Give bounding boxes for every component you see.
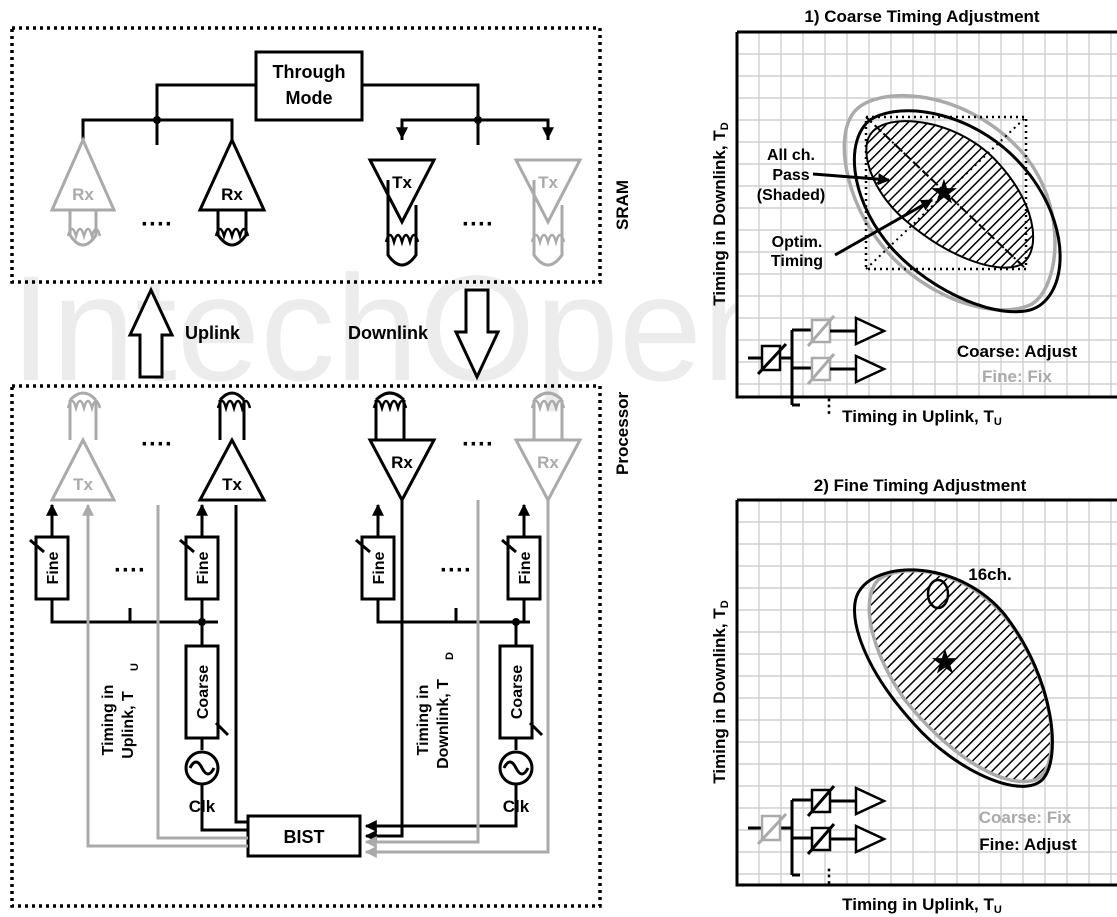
svg-text:Timing in: Timing in <box>415 685 432 756</box>
svg-text:····: ···· <box>440 557 472 584</box>
sram-tx-gray <box>513 158 583 226</box>
proc-tx-gray <box>49 436 117 502</box>
sram-rx-dots: ···· <box>141 211 173 238</box>
bist-label: BIST <box>283 827 324 847</box>
sram-box <box>10 26 602 284</box>
sram-tx-black <box>367 158 437 226</box>
through-mode-line2: Mode <box>286 88 333 108</box>
svg-text:Tx: Tx <box>392 173 412 192</box>
fine-block-1: Fine <box>34 535 70 601</box>
svg-text:D: D <box>444 652 456 660</box>
svg-text:Timing in: Timing in <box>100 685 117 756</box>
bist-box <box>246 814 362 858</box>
plot2-xlabel: Timing in Uplink, TU <box>842 895 1002 916</box>
plot2-ylabel: Timing in Downlink, TD <box>710 600 731 783</box>
svg-text:⋮: ⋮ <box>820 866 838 886</box>
fine-block-3: Fine <box>360 535 396 601</box>
through-mode-box <box>254 50 364 122</box>
plot1-allpass-line2: Pass <box>772 167 809 184</box>
processor-box <box>10 384 602 908</box>
plot1-black-contour <box>852 109 1062 314</box>
uplink-label: Uplink <box>185 323 241 343</box>
plot2-coarse-label: Coarse: Fix <box>979 808 1072 827</box>
fine-block-2: Fine <box>184 535 220 601</box>
svg-text:U: U <box>129 663 141 671</box>
plot1-star-icon: ★ <box>931 176 958 209</box>
plot1-delay-schematic: ⋮ <box>748 315 887 416</box>
svg-text:Rx: Rx <box>537 453 559 472</box>
downlink-arrow <box>453 288 501 381</box>
timing-uplink-label: Timing in Uplink, T U <box>100 663 141 759</box>
proc-rx-gray <box>513 438 583 504</box>
plot1-xlabel: Timing in Uplink, TU <box>842 407 1002 428</box>
svg-text:⋮: ⋮ <box>820 396 838 416</box>
sram-rx-black <box>197 136 267 212</box>
coarse-block-2: Coarse <box>498 644 534 740</box>
plot1-dotted-box <box>864 115 1028 271</box>
svg-text:Fine: Fine <box>195 551 212 584</box>
sram-tx-dots: ···· <box>462 211 494 238</box>
svg-text:Rx: Rx <box>221 185 243 204</box>
proc-tx-dots: ···· <box>141 431 173 458</box>
plot1-optim-line2: Timing <box>771 253 823 270</box>
plot1-fine-label: Fine: Fix <box>982 367 1052 386</box>
bist-to-tx-wire <box>234 505 248 824</box>
svg-text:Fine: Fine <box>45 551 62 584</box>
svg-text:Uplink, T: Uplink, T <box>120 691 137 759</box>
processor-label: Processor <box>613 391 632 475</box>
svg-text:····: ···· <box>114 557 146 584</box>
proc-rx-dots: ···· <box>462 431 494 458</box>
plot1-coarse-label: Coarse: Adjust <box>957 342 1078 361</box>
plot1-gray-contour <box>842 93 1057 312</box>
plot1-optim-line1: Optim. <box>772 234 823 251</box>
proc-rx-black <box>367 438 437 504</box>
plot2-delay-schematic: ⋮ <box>748 785 887 886</box>
uplink-arrow <box>127 286 175 379</box>
plot1-title: 1) Coarse Timing Adjustment <box>804 7 1040 26</box>
svg-text:Rx: Rx <box>391 453 413 472</box>
clock-source-1 <box>184 750 220 790</box>
sram-label: SRAM <box>613 180 632 230</box>
plot1-allpass-line1: All ch. <box>767 147 815 164</box>
svg-text:Coarse: Coarse <box>509 665 526 719</box>
sram-rx-gray <box>49 136 117 212</box>
timing-downlink-label: Timing in Downlink, T D <box>415 652 456 769</box>
svg-text:Fine: Fine <box>371 551 388 584</box>
svg-text:Rx: Rx <box>72 185 94 204</box>
plot1-allpass-line3: (Shaded) <box>757 187 825 204</box>
coarse-block-1: Coarse <box>184 644 220 740</box>
svg-text:Downlink, T: Downlink, T <box>435 679 452 769</box>
downlink-bus <box>362 83 550 145</box>
plot2-16ch-label: 16ch. <box>968 565 1011 584</box>
plot2-fine-label: Fine: Adjust <box>979 835 1077 854</box>
fine-block-4: Fine <box>506 535 542 601</box>
svg-text:Coarse: Coarse <box>195 665 212 719</box>
through-mode-line1: Through <box>273 62 346 82</box>
svg-text:Tx: Tx <box>538 173 558 192</box>
proc-tx-black <box>197 436 267 502</box>
svg-text:Tx: Tx <box>73 475 93 494</box>
svg-text:Fine: Fine <box>517 551 534 584</box>
plot2-title: 2) Fine Timing Adjustment <box>814 476 1027 495</box>
plot1-ylabel: Timing in Downlink, TD <box>710 122 731 305</box>
clock-source-2 <box>498 750 534 790</box>
plot2-star-icon: ★ <box>932 646 959 679</box>
uplink-bus <box>81 83 256 160</box>
svg-text:Tx: Tx <box>222 475 242 494</box>
downlink-label: Downlink <box>348 323 429 343</box>
plot2-black-contour <box>853 568 1054 788</box>
